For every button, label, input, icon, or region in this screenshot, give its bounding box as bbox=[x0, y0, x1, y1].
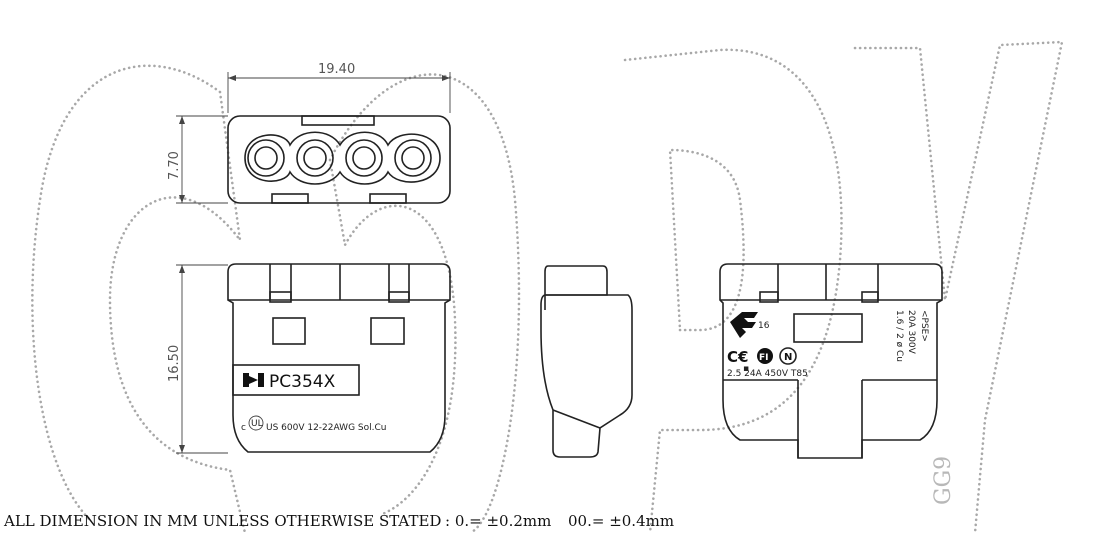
back-view: 16 C€ FI N 2.5 24A 450V T85 ▪ <PSE> 20A … bbox=[719, 263, 943, 459]
tolerance-1: : 0.= ±0.2mm bbox=[445, 512, 551, 530]
watermark-side-mark: GG9 bbox=[931, 456, 956, 505]
pse-rating-1: 20A 300V bbox=[906, 310, 916, 355]
fi-icon bbox=[757, 348, 773, 364]
top-view: 19.40 7.70 bbox=[167, 62, 451, 204]
side-view bbox=[540, 265, 633, 458]
n-icon bbox=[779, 347, 797, 365]
vde-sub: 16 bbox=[758, 321, 770, 331]
n-mark: N bbox=[784, 352, 792, 363]
rating-mark: ▪ bbox=[743, 364, 749, 374]
vde-icon bbox=[730, 312, 758, 338]
footer-note: ALL DIMENSION IN MM UNLESS OTHERWISE STA… bbox=[3, 512, 674, 530]
rating-line: 2.5 24A 450V T85 bbox=[727, 369, 808, 379]
pse-rating-2: 1.6 / 2 ø Cu bbox=[894, 310, 904, 362]
svg-text:UL: UL bbox=[251, 419, 263, 429]
copy-watermark bbox=[31, 40, 1064, 533]
depth-dimension: 7.70 bbox=[167, 151, 182, 180]
part-number: PC354X bbox=[269, 372, 336, 392]
ul-rating: US 600V 12-22AWG Sol.Cu bbox=[266, 423, 386, 433]
ul-prefix: c bbox=[241, 423, 246, 433]
pse-label: <PSE> bbox=[919, 310, 929, 342]
tolerance-2: 00.= ±0.4mm bbox=[568, 512, 674, 530]
dimension-note: ALL DIMENSION IN MM UNLESS OTHERWISE STA… bbox=[3, 512, 441, 530]
front-view: 16.50 PC354X c UL US 600V 12-22AWG Sol.C… bbox=[167, 263, 451, 454]
fi-mark: FI bbox=[759, 353, 769, 363]
height-dimension: 16.50 bbox=[167, 345, 182, 382]
ce-mark: C€ bbox=[727, 348, 748, 366]
width-dimension: 19.40 bbox=[318, 62, 355, 77]
